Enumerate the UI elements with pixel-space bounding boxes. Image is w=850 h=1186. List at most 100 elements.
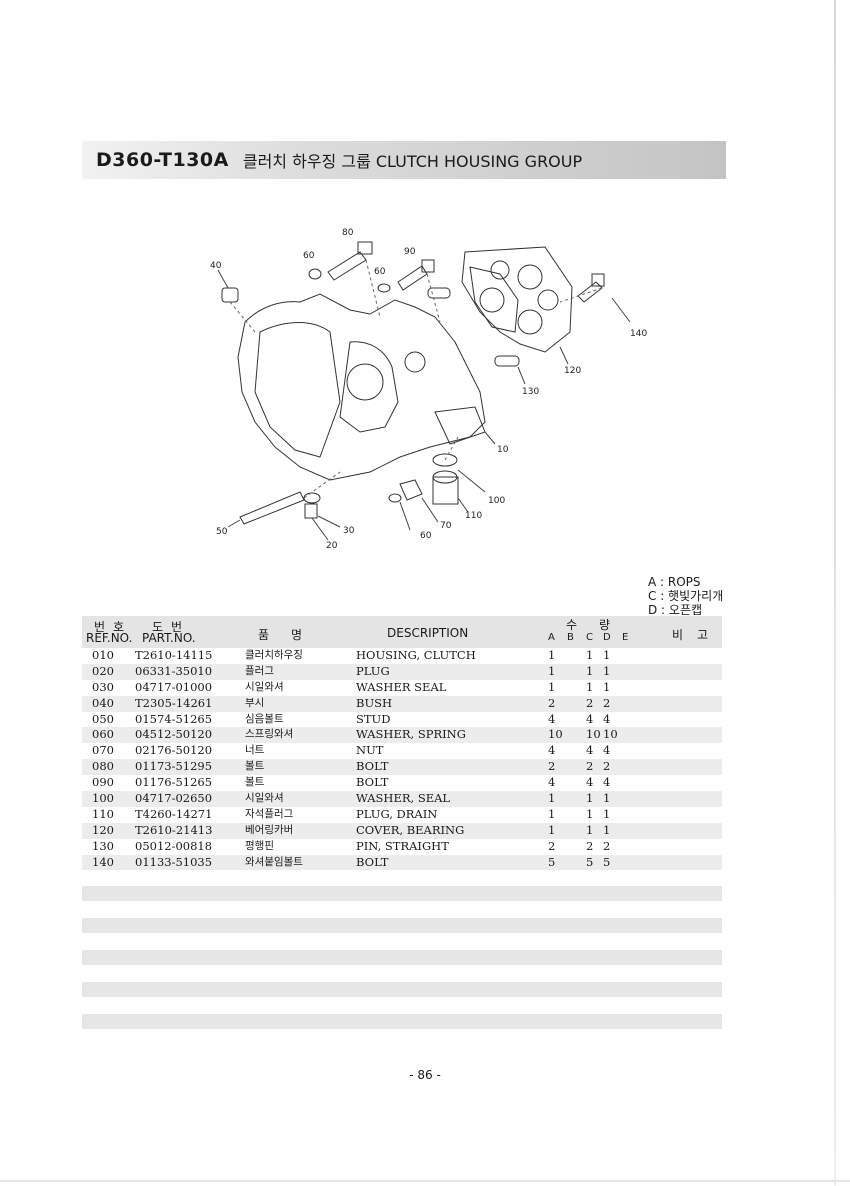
qty-d: 4 — [603, 775, 611, 790]
qty-c: 4 — [586, 711, 594, 726]
part-no: 01173-51295 — [135, 759, 213, 774]
group-title: 클러치 하우징 그룹 CLUTCH HOUSING GROUP — [242, 152, 583, 171]
qty-d: 10 — [603, 727, 618, 742]
part-name-ko: 베어링카버 — [245, 823, 294, 836]
callout: 10 — [497, 445, 509, 455]
callout: 60 — [420, 531, 432, 541]
ref-no: 050 — [92, 711, 114, 726]
header-qty-e: E — [622, 632, 629, 643]
ref-no: 010 — [92, 648, 114, 662]
qty-d: 1 — [603, 822, 611, 837]
part-name-ko: 심음볼트 — [245, 712, 284, 725]
table-row: 020 06331-35010 플러그 PLUG 1 1 1 — [82, 663, 722, 680]
parts-table-body: 010 T2610-14115 클러치하우징 HOUSING, CLUTCH 1… — [82, 648, 722, 871]
header-qty-d: D — [603, 632, 611, 643]
description: WASHER, SEAL — [356, 791, 451, 806]
blank-table-band — [82, 950, 722, 965]
drain-plug-110 — [432, 476, 459, 505]
callout: 40 — [210, 261, 222, 271]
header-ref-en: REF.NO. — [86, 631, 133, 645]
callout: 120 — [564, 366, 581, 376]
bush-40 — [221, 287, 239, 303]
table-row: 070 02176-50120 너트 NUT 4 4 4 — [82, 743, 722, 759]
callout: 100 — [488, 496, 505, 506]
blank-table-band — [82, 982, 722, 997]
qty-d: 1 — [603, 679, 611, 694]
parts-table-header: 번호 REF.NO. 도번 PART.NO. 품명 DESCRIPTION 수량… — [82, 616, 722, 648]
qty-c: 5 — [586, 854, 594, 869]
header-ref-ko: 번호 — [94, 620, 133, 634]
qty-a: 2 — [548, 838, 556, 853]
header-name-ko: 품명 — [258, 628, 325, 642]
qty-c: 1 — [586, 806, 594, 821]
part-name-ko: 볼트 — [245, 760, 265, 773]
blank-table-band — [82, 1014, 722, 1029]
qty-d: 2 — [603, 695, 611, 710]
part-name-ko: 와셔붙임볼트 — [245, 855, 303, 868]
qty-d: 1 — [603, 663, 611, 678]
description: PLUG — [356, 663, 390, 678]
part-no: 06331-35010 — [135, 663, 213, 678]
ref-no: 120 — [92, 822, 114, 837]
legend-item: A : ROPS — [648, 575, 701, 589]
ref-no: 020 — [92, 663, 114, 678]
table-row: 040 T2305-14261 부시 BUSH 2 2 2 — [82, 695, 722, 712]
qty-d: 2 — [603, 838, 611, 853]
header-qty-ko: 수량 — [566, 618, 633, 632]
group-code: D360-T130A — [96, 149, 229, 171]
part-no: T4260-14271 — [135, 806, 213, 821]
qty-a: 2 — [548, 759, 556, 774]
description: PIN, STRAIGHT — [356, 838, 449, 853]
qty-d: 1 — [603, 648, 611, 662]
part-no: 01574-51265 — [135, 711, 213, 726]
qty-a: 1 — [548, 806, 556, 821]
table-row: 140 01133-51035 와셔붙임볼트 BOLT 5 5 5 — [82, 854, 722, 871]
table-row: 060 04512-50120 스프링와셔 WASHER, SPRING 10 … — [82, 727, 722, 744]
model-legend: A : ROPS C : 햇빛가리개 D : 오픈캡 — [648, 575, 723, 617]
description: STUD — [356, 711, 391, 726]
part-no: 02176-50120 — [135, 743, 213, 758]
table-row: 010 T2610-14115 클러치하우징 HOUSING, CLUTCH 1… — [82, 648, 722, 664]
callout: 110 — [465, 511, 482, 521]
ref-no: 090 — [92, 775, 114, 790]
qty-c: 1 — [586, 679, 594, 694]
qty-a: 4 — [548, 743, 556, 758]
qty-a: 1 — [548, 679, 556, 694]
callout: 50 — [216, 527, 228, 537]
callout: 140 — [630, 329, 647, 339]
bearing-cover — [461, 246, 573, 353]
ref-no: 040 — [92, 695, 114, 710]
callout: 80 — [342, 228, 354, 238]
qty-d: 5 — [603, 854, 611, 869]
callout: 60 — [374, 267, 386, 277]
qty-c: 1 — [586, 663, 594, 678]
description: COVER, BEARING — [356, 822, 465, 837]
callout: 60 — [303, 251, 315, 261]
header-part-ko: 도번 — [152, 620, 191, 634]
header-part-en: PART.NO. — [142, 631, 196, 645]
part-name-ko: 자석플러그 — [245, 807, 294, 820]
part-name-ko: 플러그 — [245, 664, 274, 677]
plug-20 — [304, 503, 318, 519]
qty-a: 4 — [548, 775, 556, 790]
qty-a: 1 — [548, 648, 556, 662]
legend-item: C : 햇빛가리개 — [648, 589, 724, 603]
table-row: 090 01176-51265 볼트 BOLT 4 4 4 — [82, 775, 722, 791]
qty-c: 2 — [586, 695, 594, 710]
qty-a: 2 — [548, 695, 556, 710]
qty-a: 1 — [548, 791, 556, 806]
part-no: 04717-02650 — [135, 791, 213, 806]
ref-no: 140 — [92, 854, 114, 869]
qty-c: 1 — [586, 648, 594, 662]
part-name-ko: 시일와셔 — [245, 680, 284, 693]
blank-table-band — [82, 886, 722, 901]
part-no: T2610-14115 — [135, 648, 213, 662]
ref-no: 130 — [92, 838, 114, 853]
table-row: 050 01574-51265 심음볼트 STUD 4 4 4 — [82, 712, 722, 728]
qty-d: 4 — [603, 743, 611, 758]
description: WASHER, SPRING — [356, 727, 466, 742]
description: PLUG, DRAIN — [356, 806, 438, 821]
description: BUSH — [356, 695, 393, 710]
header-remark-ko: 비고 — [672, 628, 723, 642]
part-no: 04717-01000 — [135, 679, 213, 694]
